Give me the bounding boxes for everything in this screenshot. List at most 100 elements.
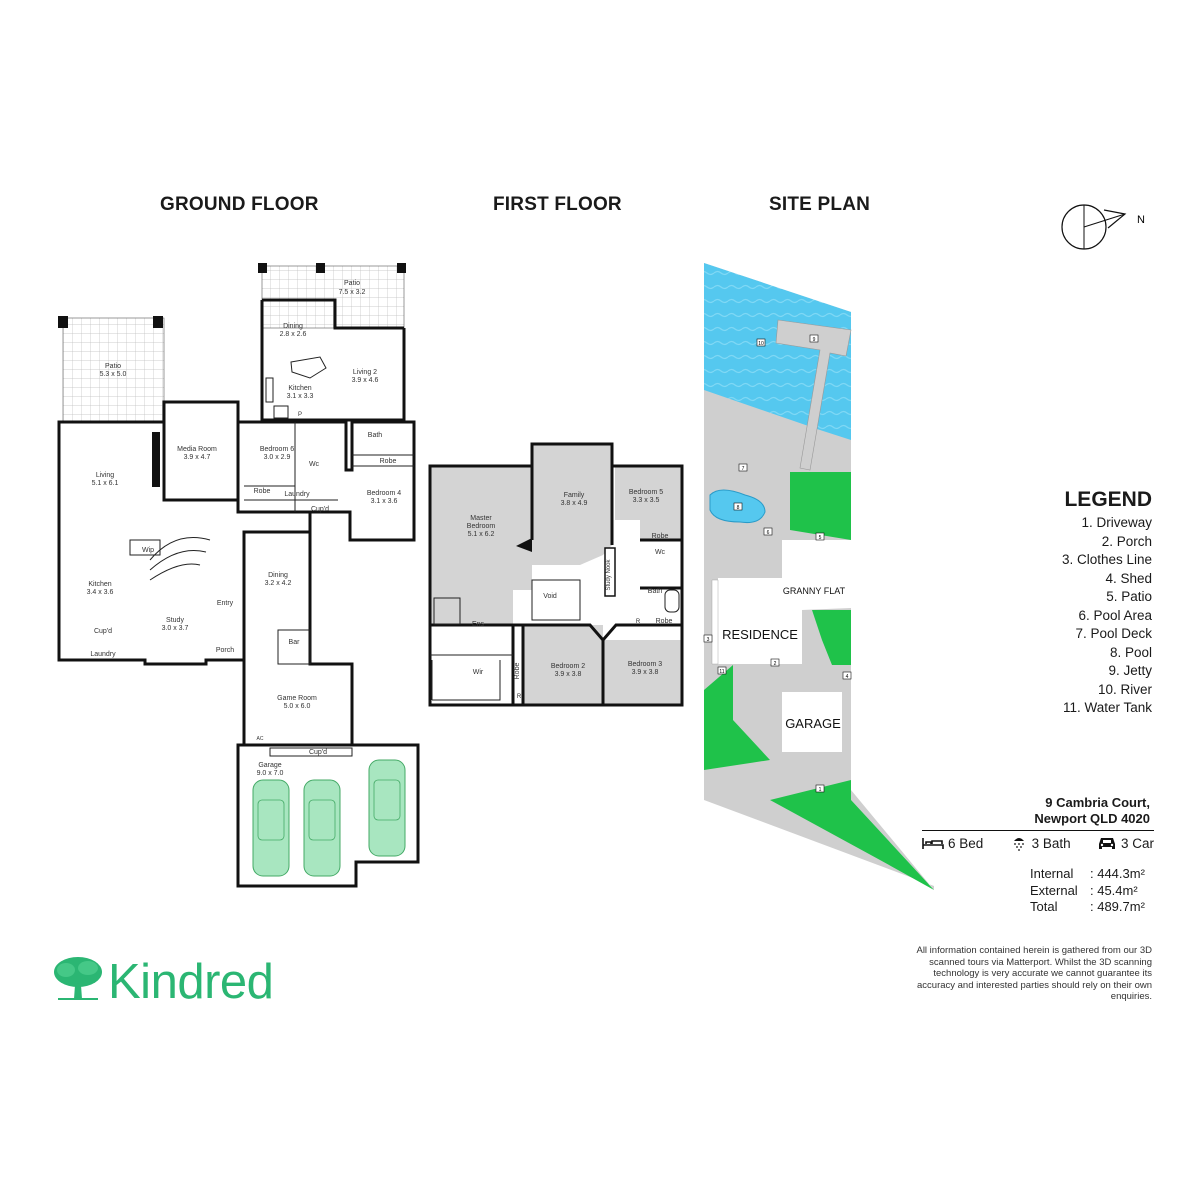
ground-cupd-label: Cup'd (311, 506, 329, 513)
area-label: Total (1030, 899, 1058, 914)
media-room-dim: 3.9 x 4.7 (184, 454, 211, 461)
site-marker-10: 10 (758, 341, 764, 347)
garage-label: Garage (258, 762, 281, 769)
void-label: Void (543, 593, 557, 600)
garage-cupd-label: Cup'd (309, 749, 327, 756)
area-label: Internal (1030, 866, 1074, 881)
property-address: 9 Cambria Court, Newport QLD 4020 (1034, 795, 1150, 827)
bed-icon (922, 838, 944, 849)
site-marker-3: 3 (707, 637, 710, 643)
master-label: Master (470, 515, 492, 522)
porch-label: Porch (216, 647, 234, 654)
car-stat: 3 Car (1097, 835, 1154, 851)
pantry-label: P (298, 412, 302, 418)
dining-top-label: Dining (283, 323, 303, 330)
bar-label: Bar (289, 639, 301, 646)
site-marker-2: 2 (774, 661, 777, 667)
compass-north-label: N (1137, 214, 1145, 226)
first-floor-heading: FIRST FLOOR (493, 194, 622, 215)
compass-icon: N (1061, 204, 1145, 250)
dining-dim: 3.2 x 4.2 (265, 580, 292, 587)
ground-robe-label: Robe (380, 458, 397, 465)
bath-count: 3 Bath (1031, 835, 1071, 851)
car-icon (1098, 838, 1115, 849)
media-room-label: Media Room (177, 446, 217, 453)
family-dim: 3.8 x 4.9 (561, 500, 588, 507)
living2-label: Living 2 (353, 369, 377, 376)
first-bath-label: Bath (648, 588, 663, 595)
area-value: : 45.4m² (1090, 882, 1138, 898)
bedroom5-label: Bedroom 5 (629, 489, 663, 496)
site-marker-6: 6 (767, 530, 770, 536)
study-dim: 3.0 x 3.7 (162, 625, 189, 632)
first-floor-plan: Family 3.8 x 4.9 Bedroom 5 3.3 x 3.5 Mas… (428, 442, 684, 707)
bed-count: 6 Bed (948, 835, 984, 851)
first-r-label: R (636, 619, 641, 625)
master-dim: 5.1 x 6.2 (468, 531, 495, 538)
patio-left-dim: 5.3 x 5.0 (100, 371, 127, 378)
tree-logo-icon (54, 957, 102, 1000)
car-count: 3 Car (1120, 835, 1154, 851)
brand-name: Kindred (108, 955, 274, 1009)
area-value: : 444.3m² (1090, 866, 1145, 881)
bedroom4-dim: 3.1 x 3.6 (371, 498, 398, 505)
site-marker-9: 9 (813, 337, 816, 343)
granny-flat-label: GRANNY FLAT (783, 586, 846, 596)
address-line2: Newport QLD 4020 (1034, 811, 1150, 826)
living-label: Living (96, 472, 114, 479)
living-dim: 5.1 x 6.1 (92, 480, 119, 487)
game-room-dim: 5.0 x 6.0 (284, 703, 311, 710)
address-line1: 9 Cambria Court, (1045, 795, 1150, 810)
area-row: Internal : 444.3m² (1030, 866, 1145, 883)
patio-left-label: Patio (105, 363, 121, 370)
shower-icon (1013, 838, 1024, 851)
entry-label: Entry (217, 600, 234, 607)
disclaimer-text: All information contained herein is gath… (916, 945, 1152, 1002)
site-marker-1: 1 (819, 787, 822, 793)
bath-stat: 3 Bath (1010, 835, 1071, 851)
area-row: Total: 489.7m² (1030, 899, 1145, 916)
ac-label: AC (257, 736, 264, 742)
legend-item: 9. Jetty (1108, 663, 1152, 678)
dining-label: Dining (268, 572, 288, 579)
ens-label: Ens (472, 621, 485, 628)
living2-dim: 3.9 x 4.6 (352, 377, 379, 384)
ground-floor-plan: Patio 7.5 x 3.2 Dining 2.8 x 2.6 Living … (57, 263, 420, 888)
bedroom2-label: Bedroom 2 (551, 663, 585, 670)
bedroom2-dim: 3.9 x 3.8 (555, 671, 582, 678)
study-nook-label: Study Nook (606, 558, 612, 590)
site-garage-label: GARAGE (785, 716, 841, 731)
legend-item: 10. River (1097, 681, 1152, 697)
bedroom4-label: Bedroom 4 (367, 490, 401, 497)
property-stats: 6 Bed 3 Bath 3 Car (922, 830, 1154, 851)
first-robe3-label: Robe (514, 663, 521, 680)
site-plan-heading: SITE PLAN (769, 194, 871, 215)
kitchen-label: Kitchen (88, 581, 111, 588)
wir-label: Wir (473, 669, 484, 676)
area-row: External : 45.4m² (1030, 883, 1145, 900)
legend-item: 7. Pool Deck (1075, 626, 1152, 641)
family-label: Family (564, 492, 585, 499)
first-robe2-label: Robe (656, 618, 673, 625)
site-marker-4: 4 (846, 674, 849, 680)
first-wc-label: Wc (655, 549, 666, 556)
legend-item: 5. Patio (1106, 589, 1152, 604)
bed-stat: 6 Bed (922, 835, 983, 851)
first-robe-label: Robe (652, 533, 669, 540)
bedroom6-label: Bedroom 6 (260, 446, 294, 453)
site-marker-11: 11 (719, 669, 724, 675)
legend-title: LEGEND (1064, 488, 1152, 511)
first-r2-label: R (517, 694, 522, 700)
site-marker-7: 7 (742, 466, 745, 472)
legend-item: 2. Porch (1101, 533, 1152, 549)
residence-label: RESIDENCE (722, 627, 798, 642)
patio-top-label: Patio (344, 280, 360, 287)
area-label: External (1030, 882, 1078, 898)
ground-wc-label: Wc (309, 461, 320, 468)
kitchen-dim: 3.4 x 3.6 (87, 589, 114, 596)
kitchen2-label: Kitchen (288, 385, 311, 392)
bedroom3-label: Bedroom 3 (628, 661, 662, 668)
legend-item: 1. Driveway (1081, 515, 1152, 530)
bedroom3-dim: 3.9 x 3.8 (632, 669, 659, 676)
